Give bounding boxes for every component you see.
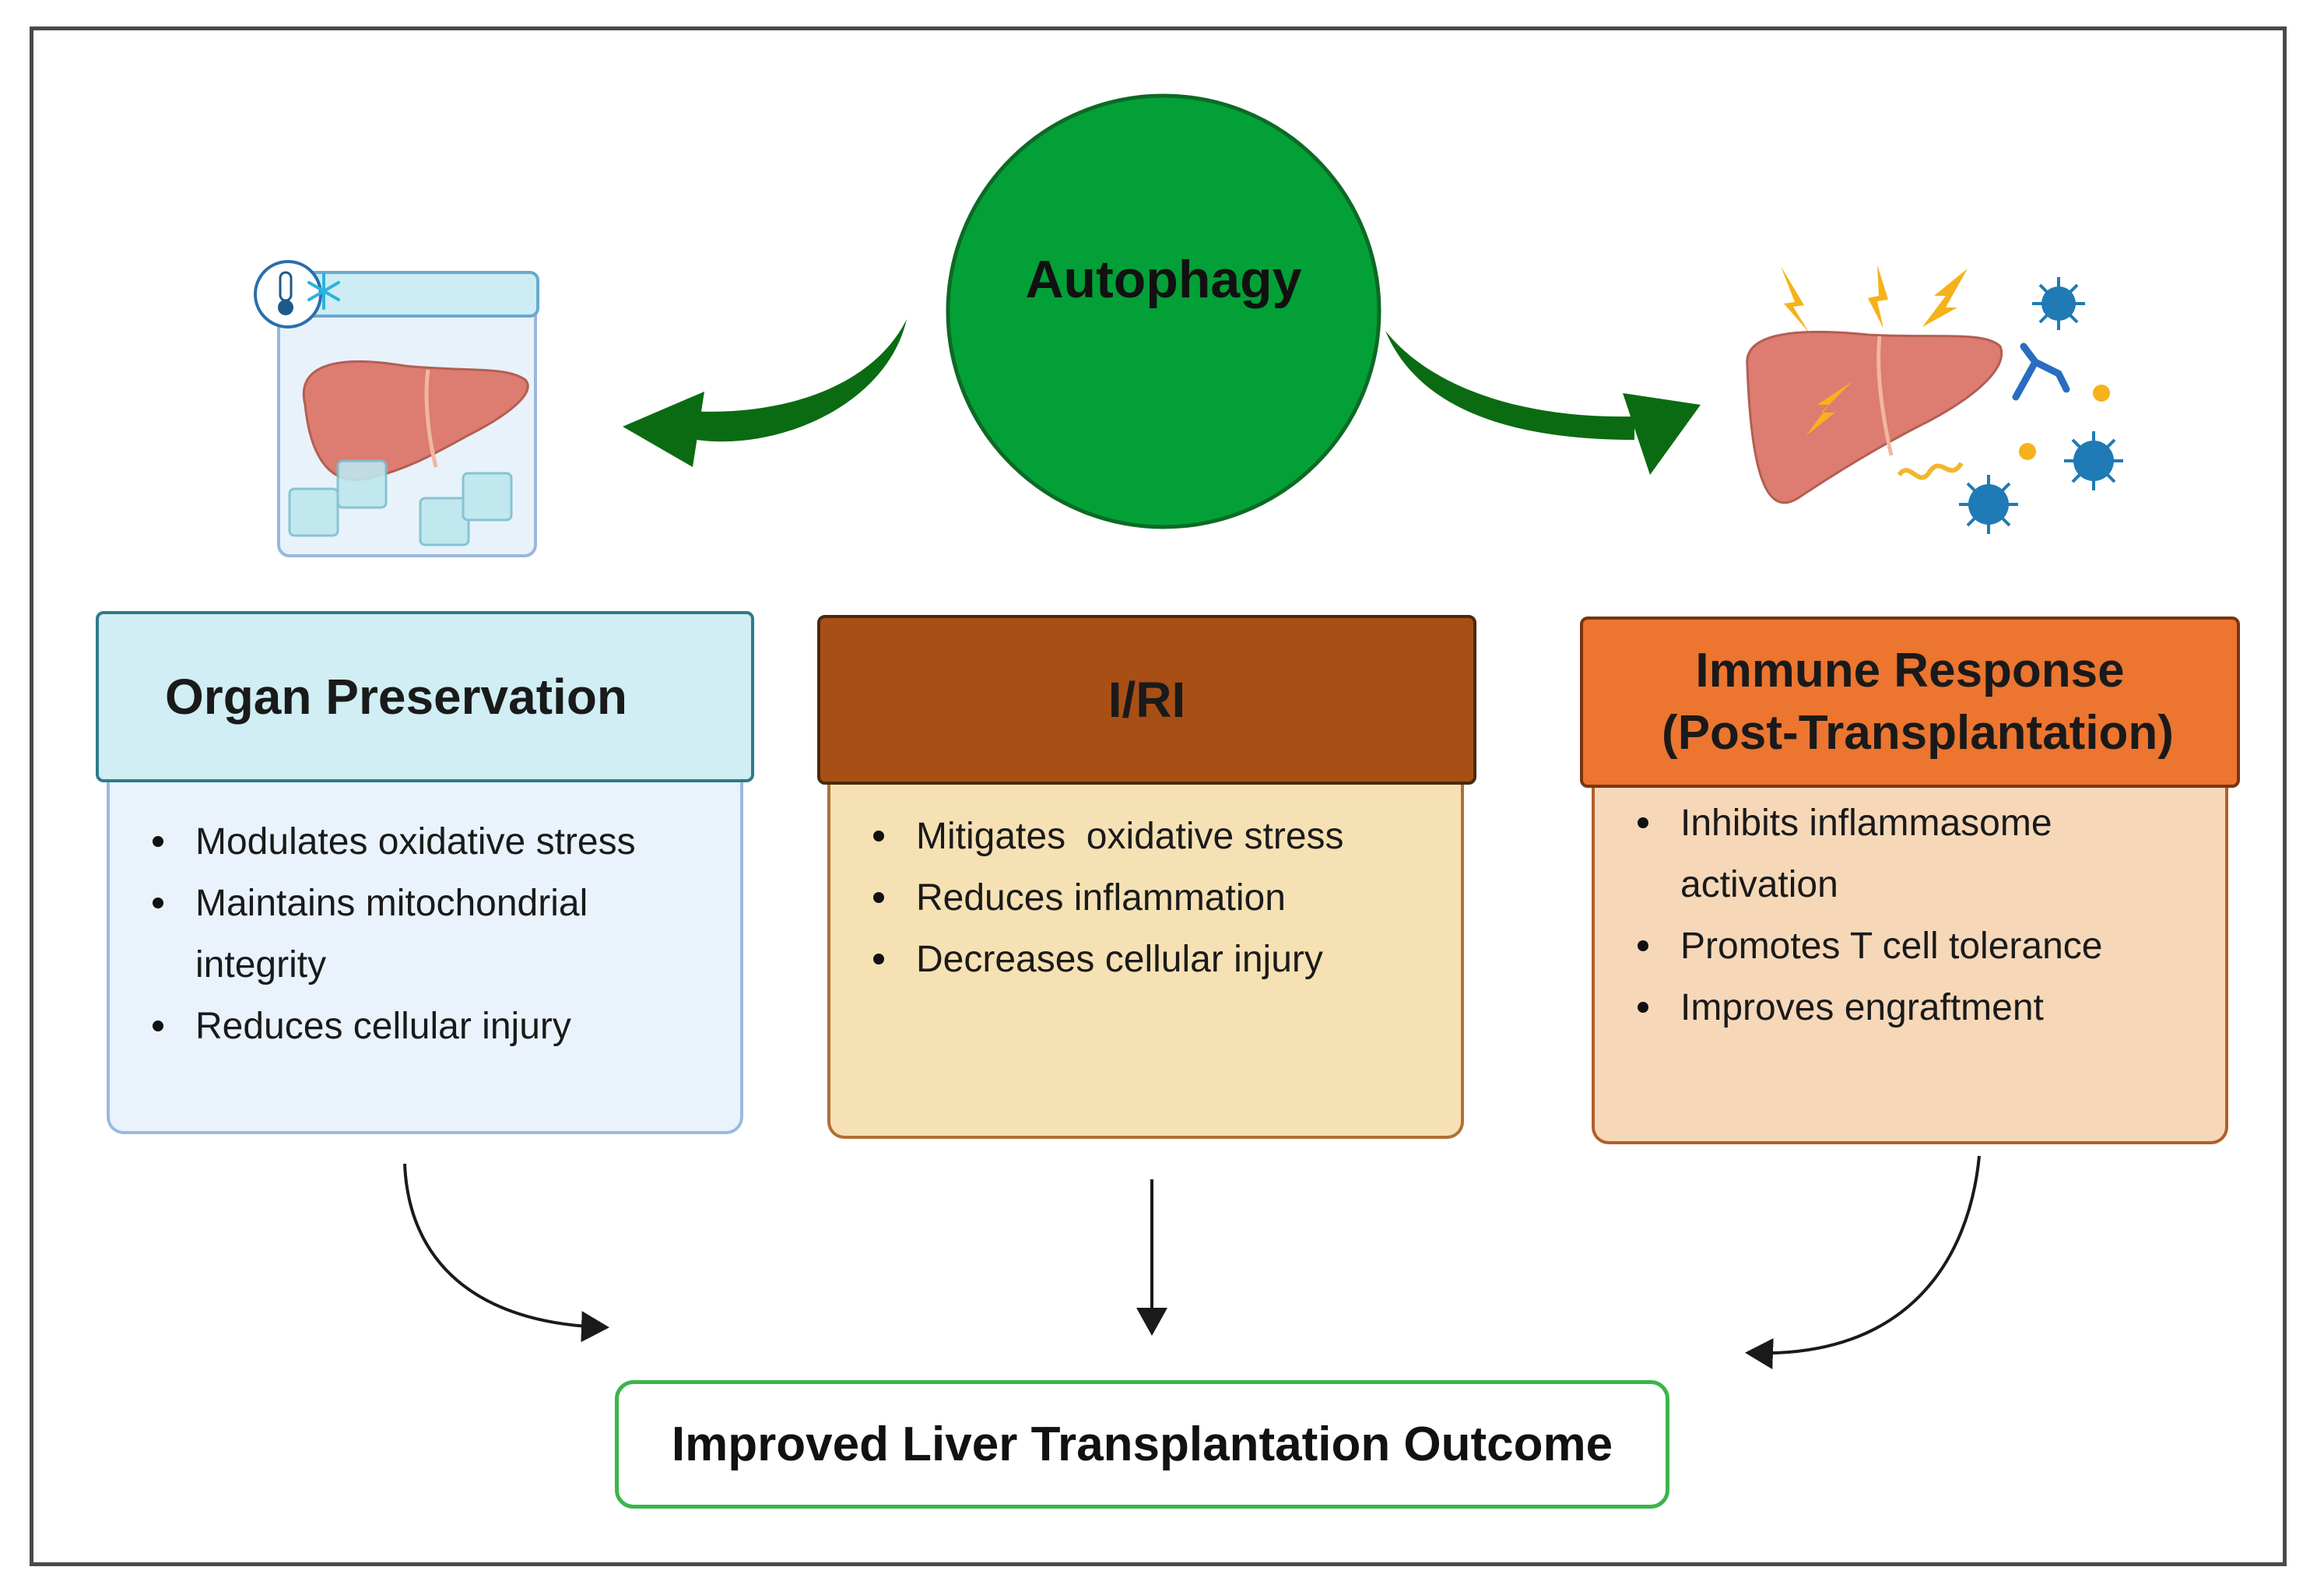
lightning-icon [1781,265,1968,436]
bacteria-icon [1897,462,1964,480]
diagram-frame [30,26,2287,1566]
list-item: Mitigates oxidative stress [830,806,1461,867]
autophagy-label: Autophagy [1025,250,1302,309]
list-item: Modulates oxidative stress [110,811,740,873]
injured-liver-illustration [1746,265,2123,534]
connector-left-arrow [403,1163,609,1343]
organ-preservation-header: Organ Preservation [96,611,754,782]
immune-response-title-line1: Immune Response [1695,644,2125,697]
list-item: Promotes T cell tolerance [1595,915,2225,977]
immune-response-body: Inhibits inflammasome activation Promote… [1592,777,2228,1144]
iri-title: I/RI [1108,672,1186,728]
immune-response-title-line2: (Post-Transplantation) [1662,706,2174,760]
right-green-arrow [1385,331,1701,475]
autophagy-circle [946,93,1381,529]
cytokine-icon [2019,385,2110,460]
snowflake-icon [307,272,340,310]
ice-cube-icon [288,459,513,546]
list-item: Inhibits inflammasome activation [1595,792,2225,915]
outcome-box: Improved Liver Transplantation Outcome [615,1380,1669,1509]
list-item: Decreases cellular injury [830,929,1461,990]
list-item: Maintains mitochondrial integrity [110,873,740,996]
organ-preservation-body: Modulates oxidative stress Maintains mit… [107,772,743,1134]
liver-icon [1746,330,2003,504]
thermometer-icon [254,260,322,328]
outcome-label: Improved Liver Transplantation Outcome [671,1418,1613,1471]
connector-right-arrow [1745,1155,1981,1369]
iri-header: I/RI [817,615,1476,785]
immune-response-header: Immune Response (Post-Transplantation) [1580,617,2240,788]
list-item: Reduces inflammation [830,867,1461,929]
list-item: Improves engraftment [1595,977,2225,1038]
iri-body: Mitigates oxidative stress Reduces infla… [827,775,1464,1139]
organ-preservation-title: Organ Preservation [165,669,627,725]
antibody-icon [2012,343,2070,401]
virus-spikes [1959,277,2123,534]
cold-storage-illustration [254,260,539,557]
list-item: Reduces cellular injury [110,996,740,1057]
left-green-arrow [623,319,907,467]
